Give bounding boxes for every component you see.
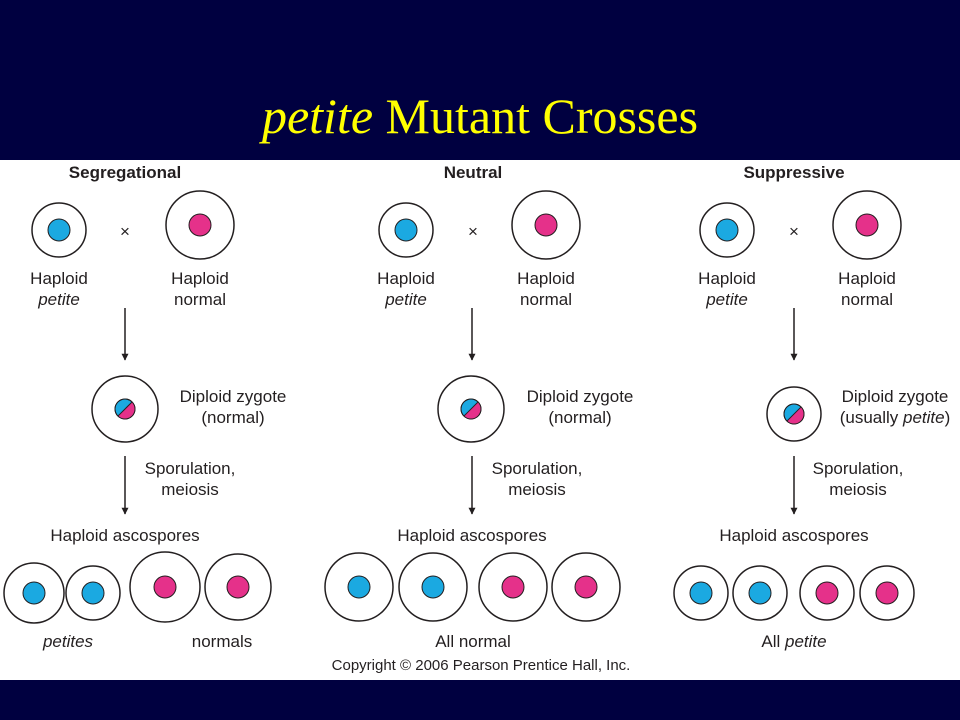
column-suppressive: Suppressive × Haploid petite Haploid nor… [673,163,951,651]
parent-petite-cell [378,202,434,258]
outcome-all-petite: All petite [761,632,826,651]
parent-right-line1: Haploid [517,269,575,288]
column-neutral: Neutral × Haploid petite Haploid normal [324,163,634,651]
cross-symbol: × [468,222,478,241]
parent-right-line1: Haploid [838,269,896,288]
ascospore-normal [551,552,621,622]
ascospore-petite [65,565,121,621]
parent-right-line2: normal [520,290,572,309]
parent-normal-cell [511,190,581,260]
parent-right-line2: normal [174,290,226,309]
ascospore-petite [398,552,468,622]
ascospore-normal [478,552,548,622]
spores-label: Haploid ascospores [719,526,868,545]
parent-right-line1: Haploid [171,269,229,288]
ascospore-normal [204,553,272,621]
ascospore-petite [324,552,394,622]
outcome-italic: petite [784,632,827,651]
zygote-line1: Diploid zygote [180,387,287,406]
ascospore-normal [129,551,201,623]
title-rest: Mutant Crosses [373,88,699,144]
process-line2: meiosis [508,480,566,499]
cross-symbol: × [789,222,799,241]
bottom-bar [0,680,960,720]
diagram-panel: Segregational × Haploid petite Haploid n… [0,160,960,680]
ascospore-petite [673,565,729,621]
parent-left-line1: Haploid [377,269,435,288]
process-line2: meiosis [829,480,887,499]
zygote-cell [91,375,159,443]
outcome-all-normal: All normal [435,632,511,651]
zygote-line2-italic: petite [902,408,945,427]
process-line1: Sporulation, [813,459,904,478]
column-segregational: Segregational × Haploid petite Haploid n… [3,163,287,651]
ascospore-petite [859,565,915,621]
zygote-line2-prefix: (usually [840,408,903,427]
heading-neutral: Neutral [444,163,503,182]
zygote-line1: Diploid zygote [842,387,949,406]
spores-label: Haploid ascospores [397,526,546,545]
parent-petite-cell [31,202,87,258]
parent-left-line1: Haploid [30,269,88,288]
heading-suppressive: Suppressive [743,163,844,182]
parent-left-line2: petite [384,290,427,309]
zygote-cell [437,375,505,443]
process-line1: Sporulation, [492,459,583,478]
parent-normal-cell [165,190,235,260]
parent-right-line2: normal [841,290,893,309]
cross-symbol: × [120,222,130,241]
outcome-prefix: All [761,632,785,651]
parent-left-line1: Haploid [698,269,756,288]
title-italic: petite [261,88,374,144]
parent-normal-cell [832,190,902,260]
parent-petite-cell [699,202,755,258]
ascospore-petite [732,565,788,621]
ascospore-petite [799,565,855,621]
parent-left-line2: petite [705,290,748,309]
heading-segregational: Segregational [69,163,181,182]
ascospore-petite [3,562,65,624]
zygote-line2-suffix: ) [945,408,951,427]
copyright-notice: Copyright © 2006 Pearson Prentice Hall, … [332,657,631,674]
spores-label: Haploid ascospores [50,526,199,545]
zygote-line2: (normal) [548,408,611,427]
process-line1: Sporulation, [145,459,236,478]
slide-title: petite Mutant Crosses [0,86,960,146]
process-line2: meiosis [161,480,219,499]
zygote-line2: (usually petite) [840,408,951,427]
zygote-cell [766,386,822,442]
outcome-normals: normals [192,632,252,651]
parent-left-line2: petite [37,290,80,309]
outcome-petites: petites [42,632,94,651]
zygote-line2: (normal) [201,408,264,427]
cross-diagram: Segregational × Haploid petite Haploid n… [3,163,951,674]
zygote-line1: Diploid zygote [527,387,634,406]
